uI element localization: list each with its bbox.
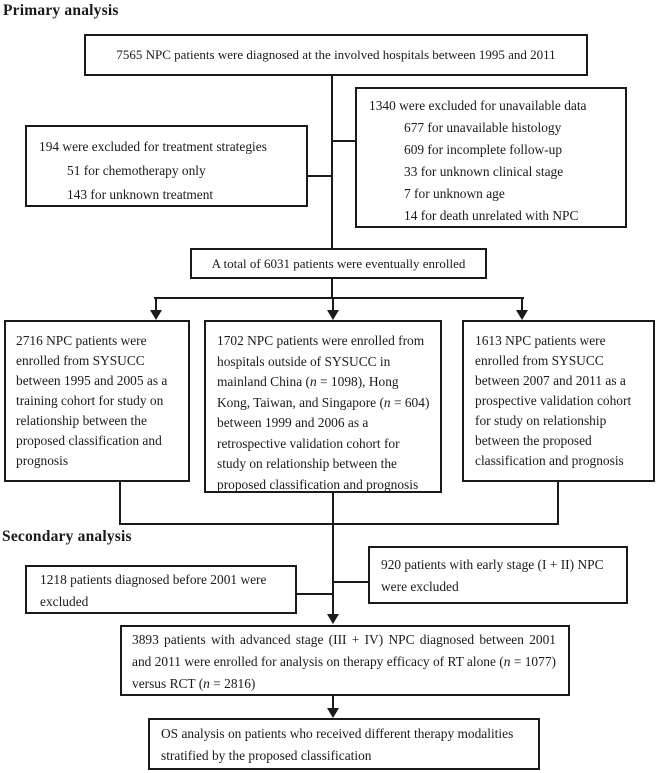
box-retrospective-cohort-text: 1702 NPC patients were enrolled from hos…	[217, 333, 430, 492]
arrow-down-icon	[516, 310, 528, 320]
connector-line	[521, 297, 523, 312]
box-excluded-early-stage-text: 920 patients with early stage (I + II) N…	[381, 557, 604, 594]
connector-line	[332, 297, 334, 312]
connector-line	[307, 175, 333, 177]
box-os-analysis: OS analysis on patients who received dif…	[148, 718, 540, 770]
box-total-diagnosed-text: 7565 NPC patients were diagnosed at the …	[116, 47, 556, 62]
arrow-down-icon	[327, 614, 339, 624]
exclusion-item: 677 for unavailable histology	[404, 120, 562, 135]
connector-line	[331, 279, 333, 298]
box-excluded-before-2001: 1218 patients diagnosed before 2001 were…	[25, 565, 297, 614]
box-advanced-stage-enrolled: 3893 patients with advanced stage (III +…	[120, 625, 570, 696]
box-excluded-unavailable-data: 1340 were excluded for unavailable data …	[355, 87, 627, 228]
connector-line	[297, 593, 334, 595]
connector-line	[119, 523, 559, 525]
box-total-enrolled: A total of 6031 patients were eventually…	[190, 248, 487, 279]
box-prospective-cohort-text: 1613 NPC patients were enrolled from SYS…	[475, 333, 632, 468]
connector-line	[154, 297, 524, 299]
arrow-down-icon	[150, 310, 162, 320]
box-prospective-cohort: 1613 NPC patients were enrolled from SYS…	[462, 320, 655, 482]
connector-line	[331, 140, 356, 142]
connector-line	[155, 297, 157, 312]
box-excluded-early-stage: 920 patients with early stage (I + II) N…	[368, 546, 628, 604]
connector-line	[557, 482, 559, 525]
connector-line	[332, 493, 334, 615]
exclusion-item: 609 for incomplete follow-up	[404, 142, 563, 157]
box-excluded-before-2001-text: 1218 patients diagnosed before 2001 were…	[40, 572, 267, 609]
secondary-analysis-heading: Secondary analysis	[2, 528, 132, 545]
exclusion-title: 1340 were excluded for unavailable data	[369, 98, 587, 113]
exclusion-item: 7 for unknown age	[404, 186, 505, 201]
box-excluded-treatment: 194 were excluded for treatment strategi…	[25, 125, 308, 207]
exclusion-item: 143 for unknown treatment	[67, 187, 214, 202]
box-training-cohort-text: 2716 NPC patients were enrolled from SYS…	[16, 333, 168, 468]
arrow-down-icon	[327, 310, 339, 320]
box-total-enrolled-text: A total of 6031 patients were eventually…	[211, 255, 466, 271]
exclusion-title: 194 were excluded for treatment strategi…	[39, 139, 267, 154]
exclusion-item: 14 for death unrelated with NPC	[404, 208, 579, 223]
box-total-diagnosed: 7565 NPC patients were diagnosed at the …	[84, 34, 588, 76]
box-training-cohort: 2716 NPC patients were enrolled from SYS…	[4, 320, 190, 482]
arrow-down-icon	[327, 708, 339, 718]
box-advanced-stage-enrolled-text: 3893 patients with advanced stage (III +…	[132, 632, 556, 691]
exclusion-item: 33 for unknown clinical stage	[404, 164, 564, 179]
connector-line	[331, 76, 333, 248]
connector-line	[119, 482, 121, 525]
connector-line	[333, 581, 368, 583]
box-retrospective-cohort: 1702 NPC patients were enrolled from hos…	[204, 320, 442, 493]
connector-line	[332, 696, 334, 709]
exclusion-item: 51 for chemotherapy only	[67, 163, 206, 178]
primary-analysis-heading: Primary analysis	[3, 2, 119, 19]
box-os-analysis-text: OS analysis on patients who received dif…	[161, 726, 514, 763]
